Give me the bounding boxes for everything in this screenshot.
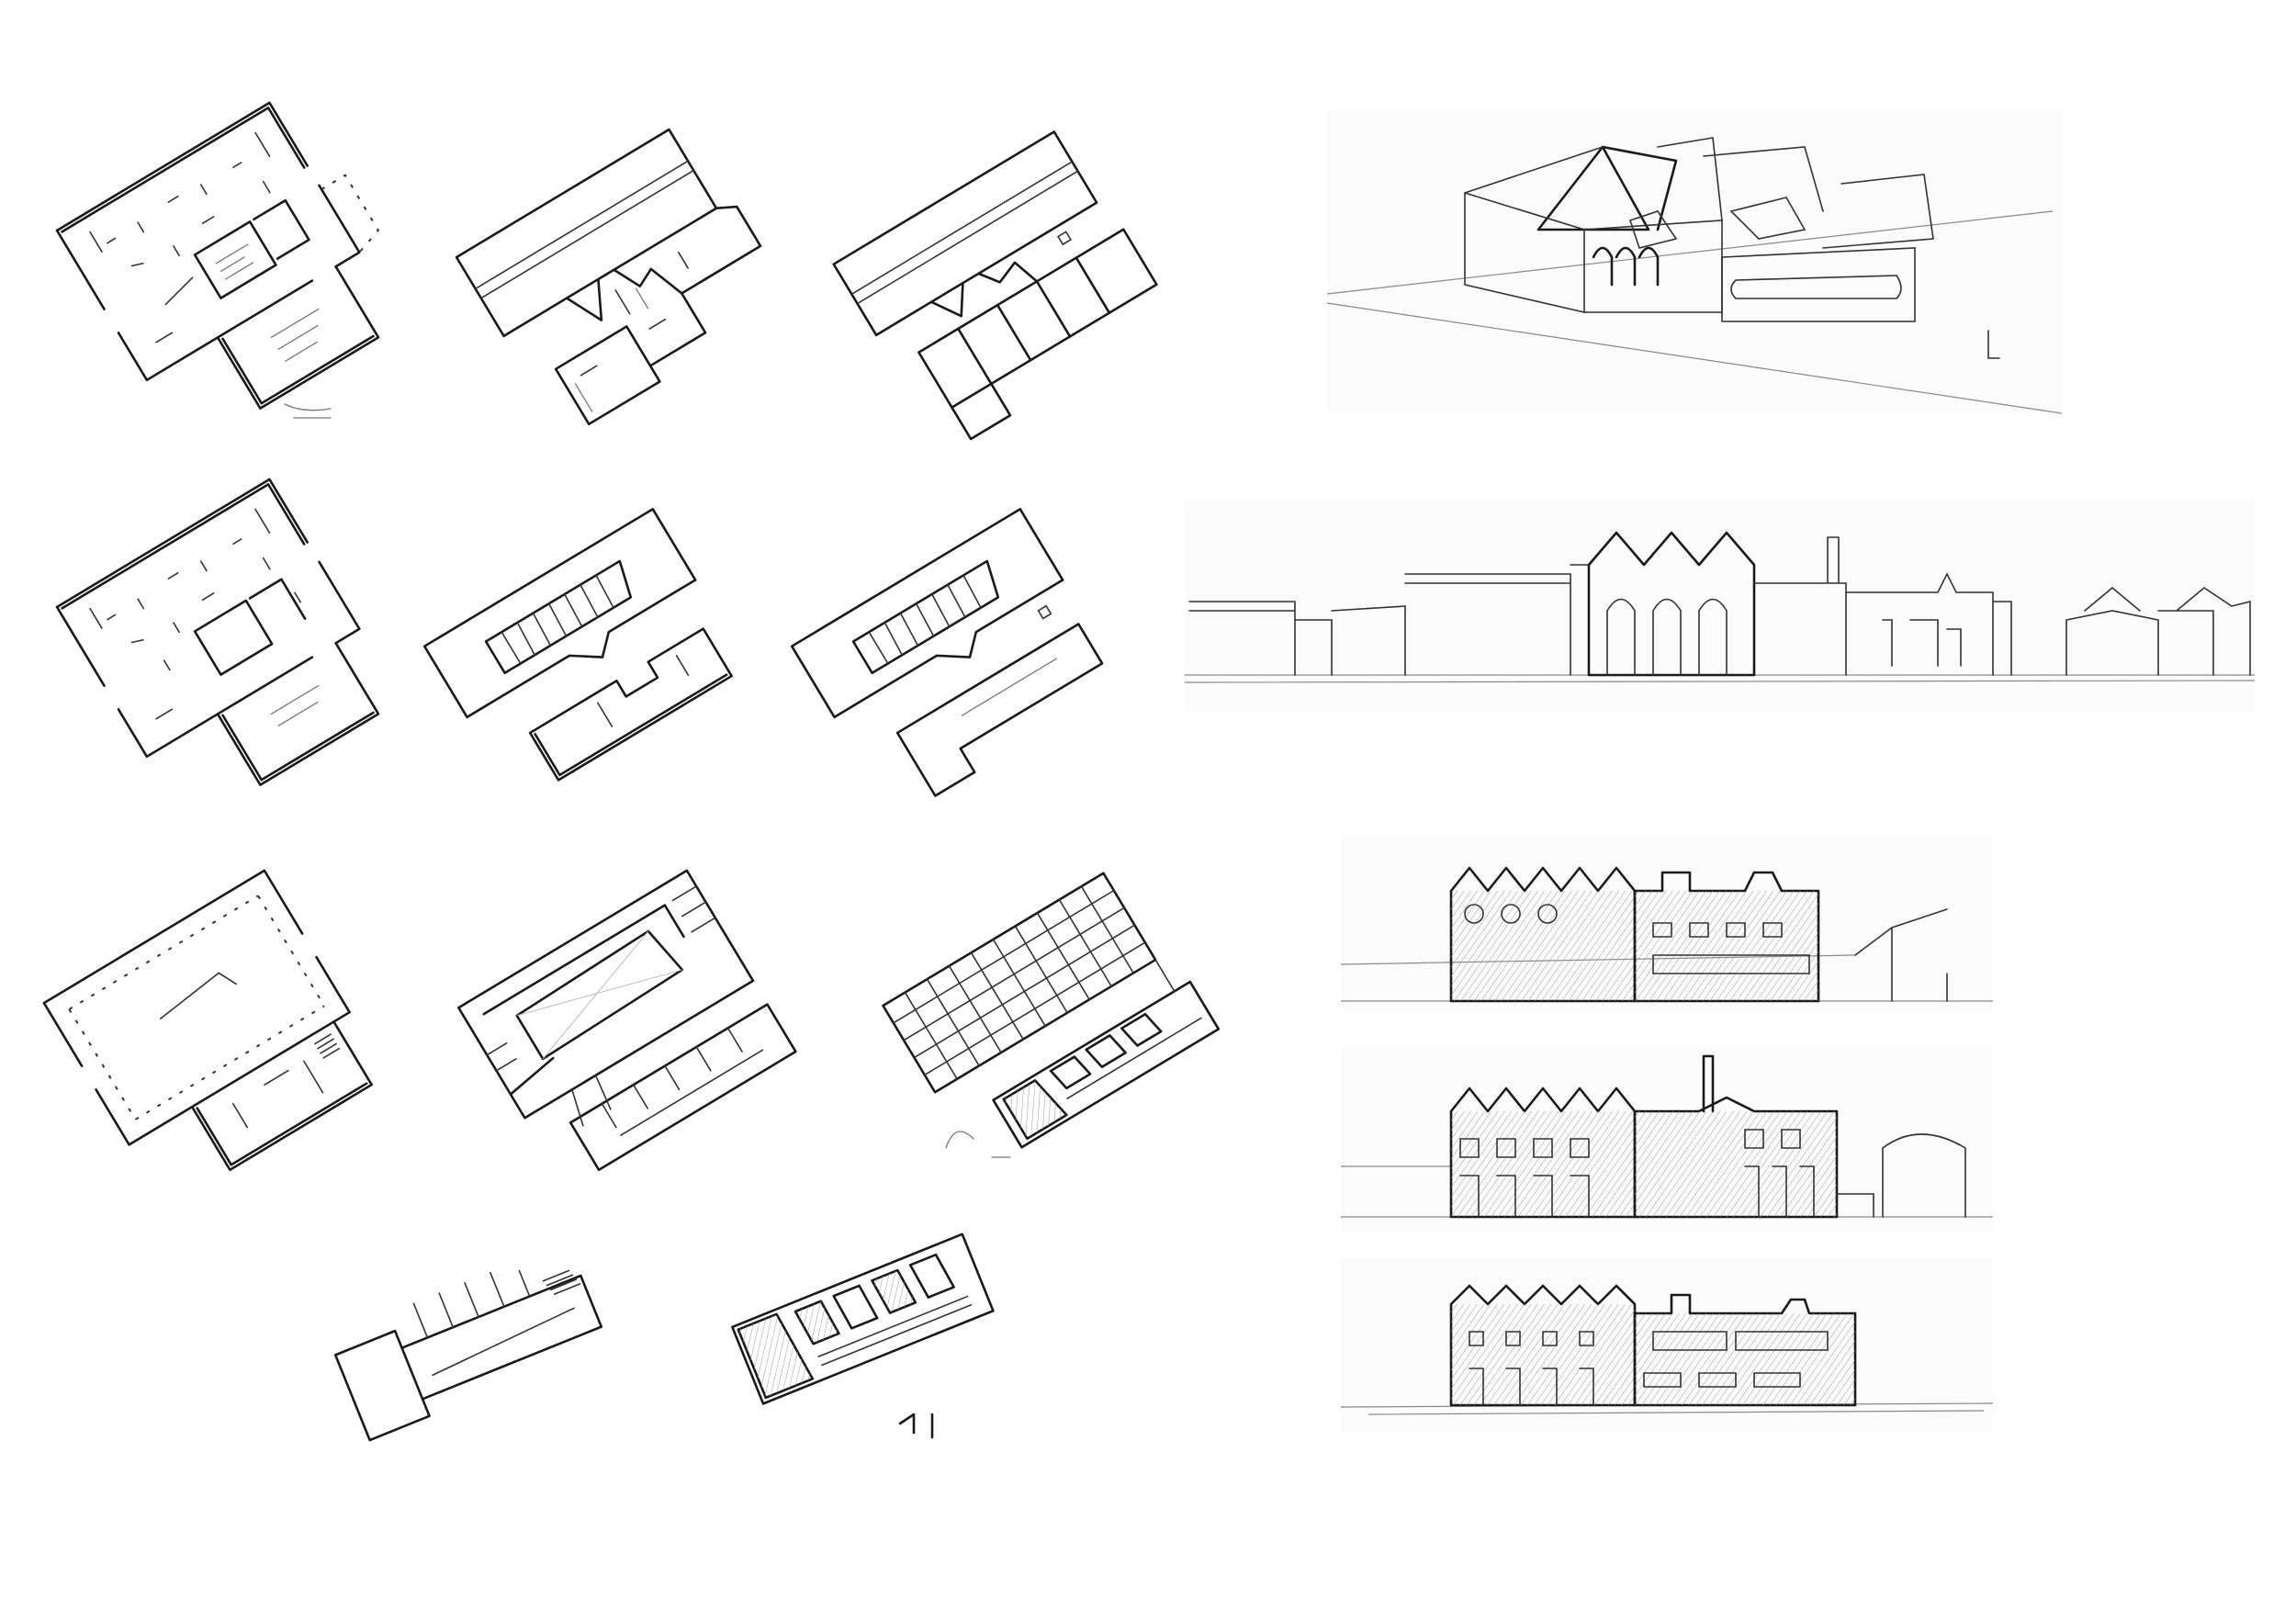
facade-study-1 (1341, 836, 1993, 1010)
plan-sketch-8 (468, 882, 817, 1212)
street-elevation-sketch (1185, 501, 2255, 712)
plan-sketch-section (321, 1231, 615, 1451)
plan-sketch-roof-grid (909, 872, 1249, 1203)
plan-sketch-5 (441, 505, 753, 827)
facade-study-3 (1341, 1258, 1993, 1433)
axonometric-sketch (1327, 110, 2062, 413)
plan-sketch-roof (726, 1221, 1010, 1442)
plan-sketch-3 (845, 138, 1185, 441)
plan-sketch-2 (468, 133, 799, 436)
plan-sketch-7 (55, 882, 386, 1212)
facade-study-2 (1341, 1047, 1993, 1231)
plan-sketch-1 (55, 129, 413, 441)
plan-sketch-6 (808, 505, 1120, 827)
plan-sketch-4 (55, 505, 413, 817)
